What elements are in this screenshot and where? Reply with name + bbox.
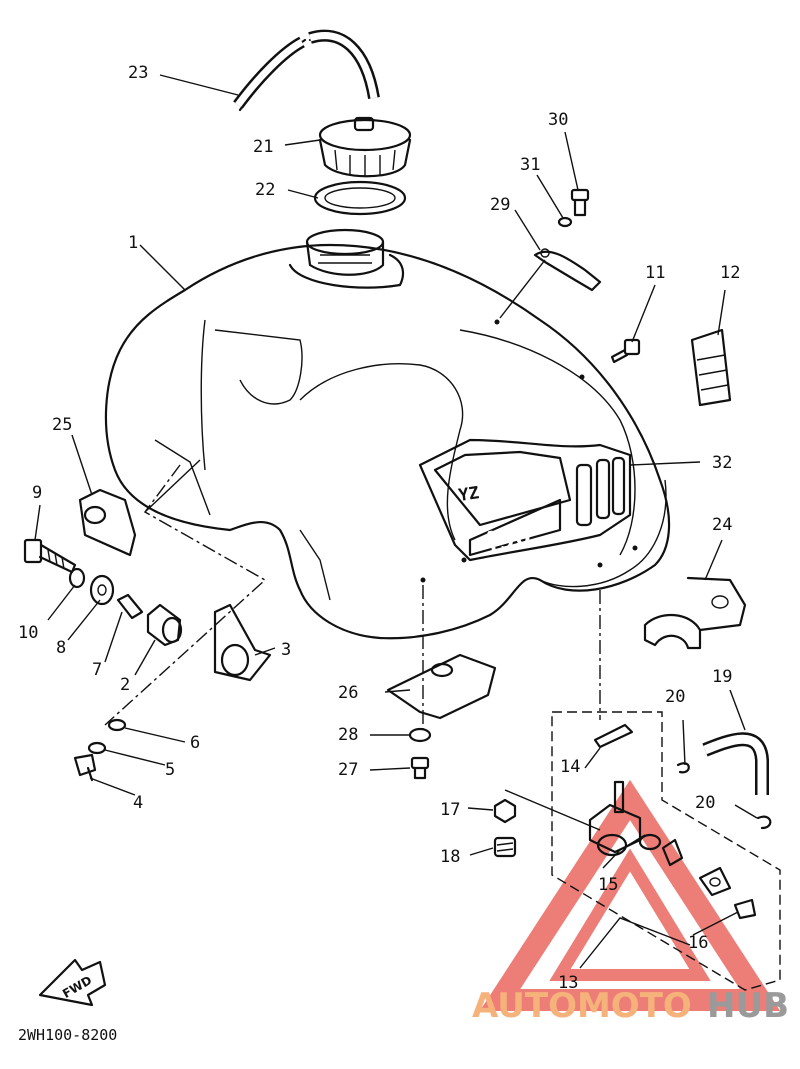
fuel-cock-group bbox=[551, 711, 781, 991]
callout-3: 3 bbox=[281, 640, 291, 660]
callout-20b: 20 bbox=[695, 793, 715, 813]
callout-14: 14 bbox=[560, 757, 580, 777]
leader-lines bbox=[34, 74, 758, 969]
washer-31 bbox=[557, 216, 573, 228]
damper-2 bbox=[146, 603, 183, 647]
callout-18: 18 bbox=[440, 847, 460, 867]
washer-8 bbox=[89, 574, 115, 606]
callout-31: 31 bbox=[520, 155, 540, 175]
decal-model-text: YZ bbox=[457, 483, 480, 506]
callout-8: 8 bbox=[56, 638, 66, 658]
callout-19: 19 bbox=[712, 667, 732, 687]
callout-27: 27 bbox=[338, 760, 358, 780]
callout-5: 5 bbox=[165, 760, 175, 780]
callout-22: 22 bbox=[255, 180, 275, 200]
callout-1: 1 bbox=[128, 233, 138, 253]
part-code: 2WH100-8200 bbox=[18, 1026, 117, 1044]
callout-labels: 1 2 3 4 5 6 7 8 9 10 11 12 13 14 15 16 1… bbox=[18, 63, 740, 993]
washer-5 bbox=[87, 741, 107, 755]
callout-10: 10 bbox=[18, 623, 38, 643]
washer-10 bbox=[68, 567, 86, 589]
nut-17 bbox=[493, 798, 517, 824]
callout-24: 24 bbox=[712, 515, 732, 535]
washer-28 bbox=[408, 727, 432, 743]
hose-clip-20a bbox=[676, 762, 690, 774]
callout-29: 29 bbox=[490, 195, 510, 215]
stay-3 bbox=[213, 603, 272, 682]
fuel-tank bbox=[104, 228, 671, 640]
bolt-4 bbox=[73, 753, 97, 782]
callout-20a: 20 bbox=[665, 687, 685, 707]
bolt-11 bbox=[610, 338, 641, 364]
callout-13: 13 bbox=[558, 973, 578, 993]
cap-gasket bbox=[313, 180, 407, 216]
callout-30: 30 bbox=[548, 110, 568, 130]
screw-18 bbox=[493, 836, 517, 858]
watermark-logo bbox=[479, 779, 781, 1011]
callout-15: 15 bbox=[598, 875, 618, 895]
callout-6: 6 bbox=[190, 733, 200, 753]
bracket-25 bbox=[78, 488, 137, 557]
callout-4: 4 bbox=[133, 793, 143, 813]
callout-9: 9 bbox=[32, 483, 42, 503]
fuel-breather-hose bbox=[233, 29, 380, 112]
fuel-hose-19 bbox=[702, 732, 769, 795]
callout-2: 2 bbox=[120, 675, 130, 695]
watermark-brand-part1: AUTOMOTO bbox=[472, 986, 692, 1026]
watermark-text: AUTOMOTO HUB bbox=[472, 986, 789, 1026]
collar-7 bbox=[116, 593, 144, 620]
callout-26: 26 bbox=[338, 683, 358, 703]
bolt-27 bbox=[410, 756, 430, 780]
callout-16: 16 bbox=[688, 933, 708, 953]
callout-17: 17 bbox=[440, 800, 460, 820]
callout-11: 11 bbox=[645, 263, 665, 283]
hose-clip-20b bbox=[756, 815, 772, 830]
tank-bracket bbox=[533, 248, 602, 292]
bracket-24 bbox=[643, 576, 747, 650]
tank-decal: YZ 490 bbox=[418, 438, 632, 562]
callout-12: 12 bbox=[720, 263, 740, 283]
forward-arrow: FWD bbox=[38, 958, 107, 1007]
callout-21: 21 bbox=[253, 137, 273, 157]
bolt-9 bbox=[23, 538, 77, 574]
bolt-30 bbox=[570, 188, 590, 217]
decal-number-text: 490 bbox=[478, 519, 534, 560]
callout-32: 32 bbox=[712, 453, 732, 473]
damper-12 bbox=[690, 328, 732, 407]
callout-25: 25 bbox=[52, 415, 72, 435]
washer-6 bbox=[107, 718, 127, 732]
callout-28: 28 bbox=[338, 725, 358, 745]
callout-23: 23 bbox=[128, 63, 148, 83]
callout-7: 7 bbox=[92, 660, 102, 680]
plate-26 bbox=[386, 653, 497, 720]
watermark-brand-part2: HUB bbox=[707, 986, 789, 1026]
fuel-cap bbox=[318, 116, 412, 178]
